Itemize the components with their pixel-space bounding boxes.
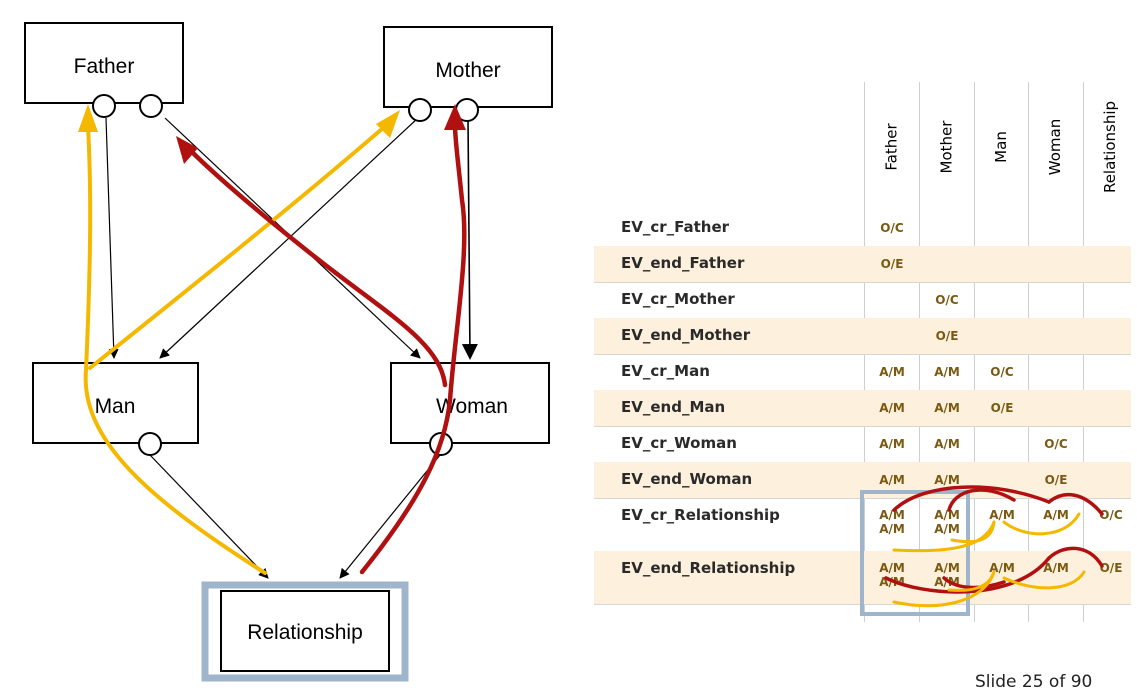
relationship-label: Relationship xyxy=(247,621,363,644)
matrix-row: EV_end_Father O/E xyxy=(594,246,1131,283)
matrix-cell: A/M xyxy=(989,561,1015,575)
matrix-cell: A/M xyxy=(1043,508,1069,522)
column-header-woman: Woman xyxy=(1028,82,1083,212)
matrix-cell: A/M xyxy=(934,473,960,487)
matrix-cell: O/C xyxy=(880,221,904,235)
man-port xyxy=(138,432,162,456)
mother-port-1 xyxy=(408,98,432,122)
matrix-cell: A/M xyxy=(989,508,1015,522)
column-header-father: Father xyxy=(864,82,919,212)
matrix-cell: O/C xyxy=(1099,508,1123,522)
row-label: EV_cr_Relationship xyxy=(621,506,780,524)
mother-to-woman-line xyxy=(461,117,478,360)
matrix-cell: O/C xyxy=(1044,437,1068,451)
row-label: EV_end_Mother xyxy=(621,326,751,344)
column-header-label: Relationship xyxy=(1101,100,1120,194)
yellow-arrow-relationship-to-father xyxy=(83,124,267,575)
matrix-cell: A/M xyxy=(879,365,905,379)
matrix-cell: O/E xyxy=(1044,473,1068,487)
column-header-label: Father xyxy=(882,123,901,171)
row-label: EV_cr_Man xyxy=(621,362,710,380)
entity-diagram: Father Mother Man Woman Relationship xyxy=(24,22,553,682)
matrix-cell: O/C xyxy=(935,293,959,307)
mother-label: Mother xyxy=(435,59,500,82)
dependency-matrix: Father Mother Man Woman Relationship EV_… xyxy=(594,82,1131,622)
relationship-box xyxy=(220,590,390,672)
matrix-cell: A/M A/M xyxy=(879,561,905,589)
matrix-row: EV_cr_Woman A/M A/M O/C xyxy=(594,426,1131,463)
matrix-cell: O/E xyxy=(935,329,959,343)
red-arrow-relationship-to-mother xyxy=(359,122,467,575)
red-arrowhead-father xyxy=(176,136,198,164)
connector-lines xyxy=(105,117,478,579)
father-to-man-line xyxy=(105,117,119,359)
woman-to-relationship-line xyxy=(339,454,441,579)
row-label: EV_end_Relationship xyxy=(621,559,796,577)
matrix-cell: A/M xyxy=(934,401,960,415)
row-label: EV_end_Father xyxy=(621,254,745,272)
matrix-row: EV_cr_Mother O/C xyxy=(594,282,1131,319)
row-label: EV_end_Woman xyxy=(621,470,753,488)
matrix-row: EV_end_Woman A/M A/M O/E xyxy=(594,462,1131,499)
yellow-arrows xyxy=(83,120,392,575)
matrix-cell: A/M A/M xyxy=(934,508,960,536)
row-label: EV_cr_Father xyxy=(621,218,730,236)
matrix-cell: A/M xyxy=(1043,561,1069,575)
matrix-row: EV_cr_Man A/M A/M O/C xyxy=(594,354,1131,391)
matrix-cell: O/E xyxy=(880,257,904,271)
father-port-1 xyxy=(92,94,116,118)
column-header-relationship: Relationship xyxy=(1083,82,1137,212)
yellow-arrowhead-father xyxy=(78,104,98,132)
column-header-label: Man xyxy=(991,131,1010,163)
red-arrows xyxy=(187,122,467,575)
father-box xyxy=(24,22,184,104)
yellow-arrow-man-to-mother xyxy=(88,120,392,370)
matrix-cell: A/M xyxy=(934,365,960,379)
mother-box xyxy=(383,26,553,108)
matrix-row: EV_end_Relationship A/M A/M A/M A/M A/M A/M O… xyxy=(594,551,1131,605)
matrix-cell: A/M A/M xyxy=(934,561,960,589)
matrix-cell: A/M xyxy=(879,473,905,487)
red-arrow-woman-to-father xyxy=(187,147,448,388)
matrix-row: EV_end_Man A/M A/M O/E xyxy=(594,390,1131,427)
matrix-row: EV_cr_Father O/C xyxy=(594,210,1131,247)
matrix-row: EV_end_Mother O/E xyxy=(594,318,1131,355)
matrix-cell: O/C xyxy=(990,365,1014,379)
relationship-highlight-frame xyxy=(201,581,409,682)
slide-counter: Slide 25 of 90 xyxy=(975,672,1093,692)
matrix-cell: O/E xyxy=(990,401,1014,415)
connector-circles xyxy=(92,94,479,456)
column-headers: Father Mother Man Woman Relationship xyxy=(864,82,1131,212)
column-header-man: Man xyxy=(974,82,1028,212)
column-header-label: Mother xyxy=(937,120,956,174)
man-box xyxy=(32,362,199,444)
yellow-arrowhead-mother xyxy=(376,110,400,138)
column-header-mother: Mother xyxy=(919,82,974,212)
row-label: EV_end_Man xyxy=(621,398,726,416)
matrix-cell: O/E xyxy=(1099,561,1123,575)
father-port-2 xyxy=(139,94,163,118)
man-to-relationship-line xyxy=(149,454,269,579)
matrix-cell: A/M xyxy=(879,401,905,415)
man-label: Man xyxy=(95,395,136,418)
row-label: EV_cr_Mother xyxy=(621,290,735,308)
matrix-cell: A/M xyxy=(879,437,905,451)
matrix-cell: A/M xyxy=(934,437,960,451)
row-label: EV_cr_Woman xyxy=(621,434,737,452)
woman-box xyxy=(390,362,550,444)
red-arrowhead-mother xyxy=(444,104,466,130)
matrix-cell: A/M A/M xyxy=(879,508,905,536)
father-label: Father xyxy=(74,55,135,78)
woman-label: Woman xyxy=(436,395,508,418)
matrix-row: EV_cr_Relationship A/M A/M A/M A/M A/M A/M O/… xyxy=(594,498,1131,552)
column-header-label: Woman xyxy=(1046,118,1065,176)
